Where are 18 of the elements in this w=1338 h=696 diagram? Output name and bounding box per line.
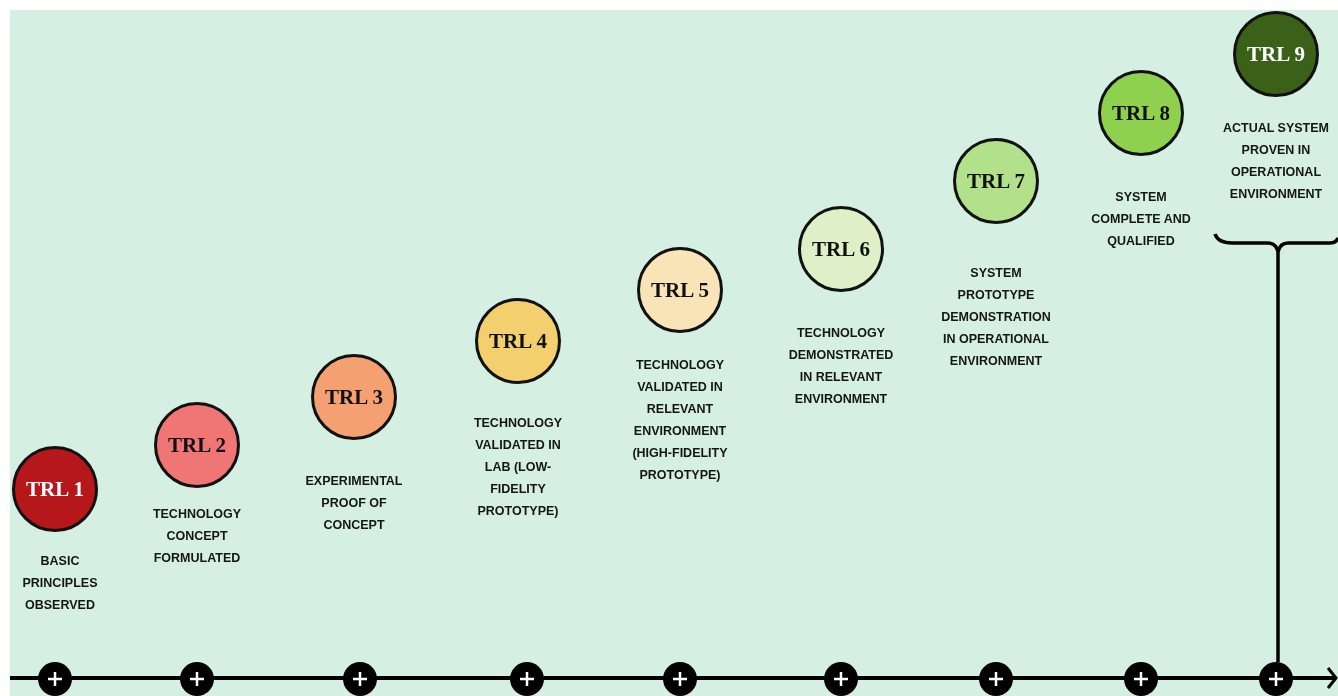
level-description: EXPERIMENTAL PROOF OF CONCEPT [304,473,404,534]
level-description: TECHNOLOGY VALIDATED IN LAB (LOW-FIDELITY PROTOTYPE) [472,415,564,520]
level-description: TECHNOLOGY CONCEPT FORMULATED [151,506,243,567]
level-description: SYSTEM COMPLETE AND QUALIFIED [1090,189,1192,250]
level-label: TRL 5 [651,277,709,303]
level-label: TRL 1 [26,476,84,502]
level-label: TRL 9 [1247,41,1305,67]
level-label: TRL 3 [325,384,383,410]
level-label: TRL 7 [967,168,1025,194]
level-description: ACTUAL SYSTEM PROVEN IN OPERATIONAL ENVIRONMENT [1222,120,1330,203]
level-description: SYSTEM PROTOTYPE DEMONSTRATION IN OPERATIONAL ENVIRONMENT [940,265,1052,370]
level-description: TECHNOLOGY VALIDATED IN RELEVANT ENVIRONMENT (HIGH-FIDELITY PROTOTYPE) [631,357,729,484]
level-description: TECHNOLOGY DEMONSTRATED IN RELEVANT ENVIRONMENT [787,325,895,408]
level-label: TRL 4 [489,328,547,354]
level-description: BASIC PRINCIPLES OBSERVED [21,553,99,614]
level-label: TRL 6 [812,236,870,262]
level-label: TRL 2 [168,432,226,458]
level-label: TRL 8 [1112,100,1170,126]
